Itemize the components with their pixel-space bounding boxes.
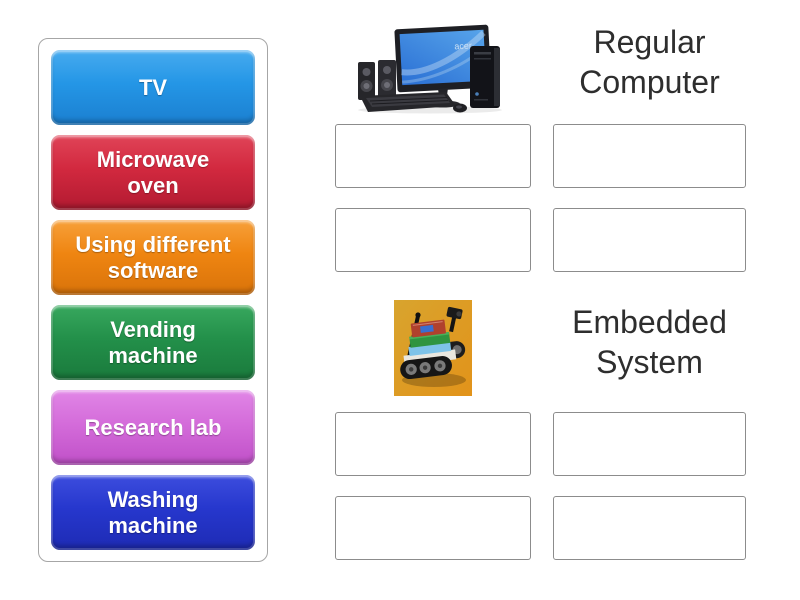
drop-slot[interactable] <box>553 412 746 476</box>
camera <box>446 306 463 333</box>
group-header: acer <box>335 20 746 115</box>
draggable-chip-research-lab[interactable]: Research lab <box>51 390 255 465</box>
monitor-screen <box>399 29 487 85</box>
group-header: Embedded System <box>335 300 746 396</box>
circuit-boards <box>408 319 452 356</box>
desktop-computer-photo: acer <box>358 24 502 113</box>
tracked-robot-photo <box>394 300 472 396</box>
svg-text:acer: acer <box>454 40 472 51</box>
group-title-embedded-system: Embedded System <box>572 304 727 380</box>
monitor: acer <box>394 24 492 92</box>
draggable-chip-washing-machine[interactable]: Washing machine <box>51 475 255 550</box>
draggable-chip-using-different-software[interactable]: Using different software <box>51 220 255 295</box>
group-title-regular-computer: Regular Computer <box>579 24 720 100</box>
group-regular-computer: acer <box>335 20 746 272</box>
group-image-cell: acer <box>335 20 531 115</box>
drop-slot[interactable] <box>335 124 531 188</box>
drop-slot[interactable] <box>553 124 746 188</box>
drop-slot[interactable] <box>335 412 531 476</box>
group-embedded-system: Embedded System <box>335 300 746 560</box>
chip-label: Using different <box>75 231 231 257</box>
drop-slot[interactable] <box>553 496 746 560</box>
keyboard <box>360 91 456 112</box>
chip-label: TV <box>138 74 168 100</box>
chip-label: machine <box>108 512 198 538</box>
chip-label: Vending <box>110 316 196 342</box>
word-bank-panel: TV Microwave oven Using different softwa… <box>38 38 268 562</box>
group-slots <box>335 124 746 272</box>
drop-slot[interactable] <box>553 208 746 272</box>
chip-label: oven <box>127 172 179 198</box>
draggable-chip-microwave-oven[interactable]: Microwave oven <box>51 135 255 210</box>
draggable-chip-tv[interactable]: TV <box>51 50 255 125</box>
draggable-chip-vending-machine[interactable]: Vending machine <box>51 305 255 380</box>
chip-label: machine <box>108 342 198 368</box>
chip-label: Research lab <box>84 414 222 440</box>
speakers <box>358 59 396 100</box>
group-image-cell <box>335 300 531 396</box>
drop-slot[interactable] <box>335 208 531 272</box>
mouse <box>453 103 467 112</box>
chip-label: Microwave <box>96 146 210 172</box>
chip-label: Washing <box>107 486 199 512</box>
drop-slot[interactable] <box>335 496 531 560</box>
chip-label: software <box>107 257 199 283</box>
group-slots <box>335 412 746 560</box>
pc-tower <box>470 45 500 108</box>
